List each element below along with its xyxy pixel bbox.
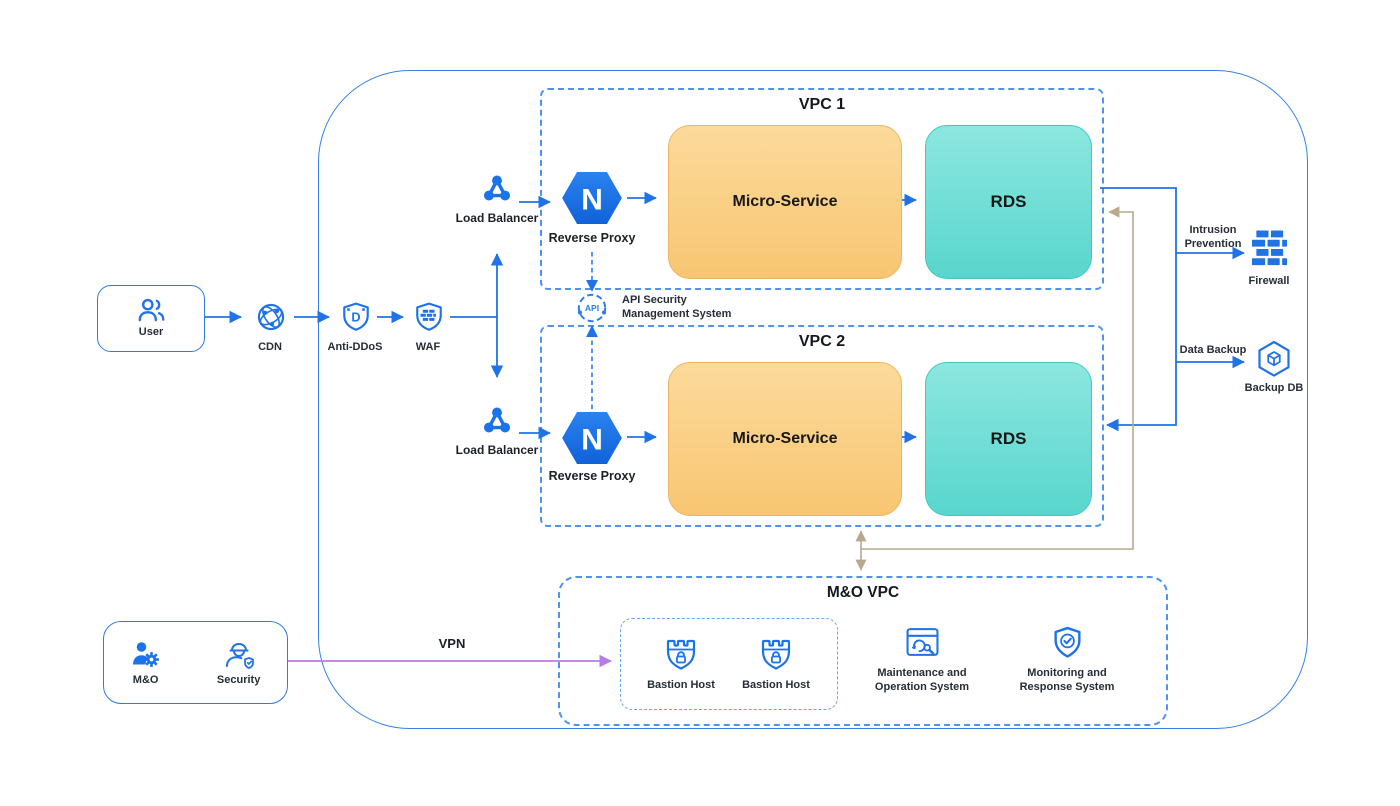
api-security-label: API Security Management System xyxy=(622,294,732,320)
maintenance-system-icon xyxy=(906,627,939,658)
bastion-host-1-icon xyxy=(663,636,699,674)
firewall-icon xyxy=(1251,230,1288,270)
mo-vpc-title: M&O VPC xyxy=(826,584,900,601)
cdn-icon xyxy=(255,301,287,333)
microservice-1-box: Micro-Service xyxy=(668,125,902,279)
bastion-host-2-icon xyxy=(758,636,794,674)
load-balancer-1-icon xyxy=(483,174,511,202)
monitoring-system-icon xyxy=(1052,626,1083,659)
cloud-boundary xyxy=(318,70,1308,729)
vpc2-title: VPC 2 xyxy=(798,333,846,350)
reverse-proxy-2-label: Reverse Proxy xyxy=(548,469,636,483)
mo-person-gear-icon xyxy=(131,640,161,670)
nginx-letter-1: N xyxy=(581,184,603,217)
bastion-hosts-group xyxy=(620,618,838,710)
intrusion-prevention-label: Intrusion Prevention xyxy=(1184,224,1242,250)
monitoring-system-label: Monitoring and Response System xyxy=(1019,667,1115,693)
firewall-label: Firewall xyxy=(1248,275,1290,287)
data-backup-label: Data Backup xyxy=(1179,344,1247,356)
load-balancer-2-icon xyxy=(483,406,511,434)
reverse-proxy-1-label: Reverse Proxy xyxy=(548,231,636,245)
nginx-reverse-proxy-2-icon: N xyxy=(561,411,623,465)
mo-label: M&O xyxy=(132,674,159,686)
vpc2-group: VPC 2 xyxy=(540,325,1104,527)
api-security-icon: API xyxy=(575,291,609,325)
microservice-2-box: Micro-Service xyxy=(668,362,902,516)
vpc1-group: VPC 1 xyxy=(540,88,1104,290)
bastion-host-2-label: Bastion Host xyxy=(742,679,810,691)
vpc1-title: VPC 1 xyxy=(798,96,846,113)
microservice-2-label: Micro-Service xyxy=(732,430,838,447)
backup-db-label: Backup DB xyxy=(1244,382,1304,394)
anti-ddos-shield-icon: D xyxy=(340,301,372,333)
user-label: User xyxy=(138,326,164,339)
load-balancer-1-label: Load Balancer xyxy=(455,211,539,225)
mo-security-box: M&O Security xyxy=(103,621,288,704)
rds-2-box: RDS xyxy=(925,362,1092,516)
rds-2-label: RDS xyxy=(990,429,1027,448)
rds-1-label: RDS xyxy=(990,192,1027,211)
mo-vpc-group: M&O VPC xyxy=(558,576,1168,726)
bastion-host-1-label: Bastion Host xyxy=(647,679,715,691)
user-box: User xyxy=(97,285,205,352)
anti-ddos-label: Anti-DDoS xyxy=(327,341,383,353)
security-person-icon xyxy=(223,640,255,670)
api-icon-text: API xyxy=(585,303,599,313)
vpn-label: VPN xyxy=(438,636,466,651)
load-balancer-2-label: Load Balancer xyxy=(455,443,539,457)
maintenance-system-label: Maintenance and Operation System xyxy=(874,667,970,693)
waf-label: WAF xyxy=(415,341,441,353)
microservice-1-label: Micro-Service xyxy=(732,193,838,210)
rds-1-box: RDS xyxy=(925,125,1092,279)
anti-ddos-letter: D xyxy=(351,309,360,324)
user-icon xyxy=(136,297,166,323)
waf-shield-icon xyxy=(413,301,445,333)
cdn-label: CDN xyxy=(258,341,282,353)
nginx-reverse-proxy-1-icon: N xyxy=(561,171,623,225)
nginx-letter-2: N xyxy=(581,424,603,457)
security-label: Security xyxy=(216,674,261,686)
backup-db-icon xyxy=(1255,340,1293,380)
